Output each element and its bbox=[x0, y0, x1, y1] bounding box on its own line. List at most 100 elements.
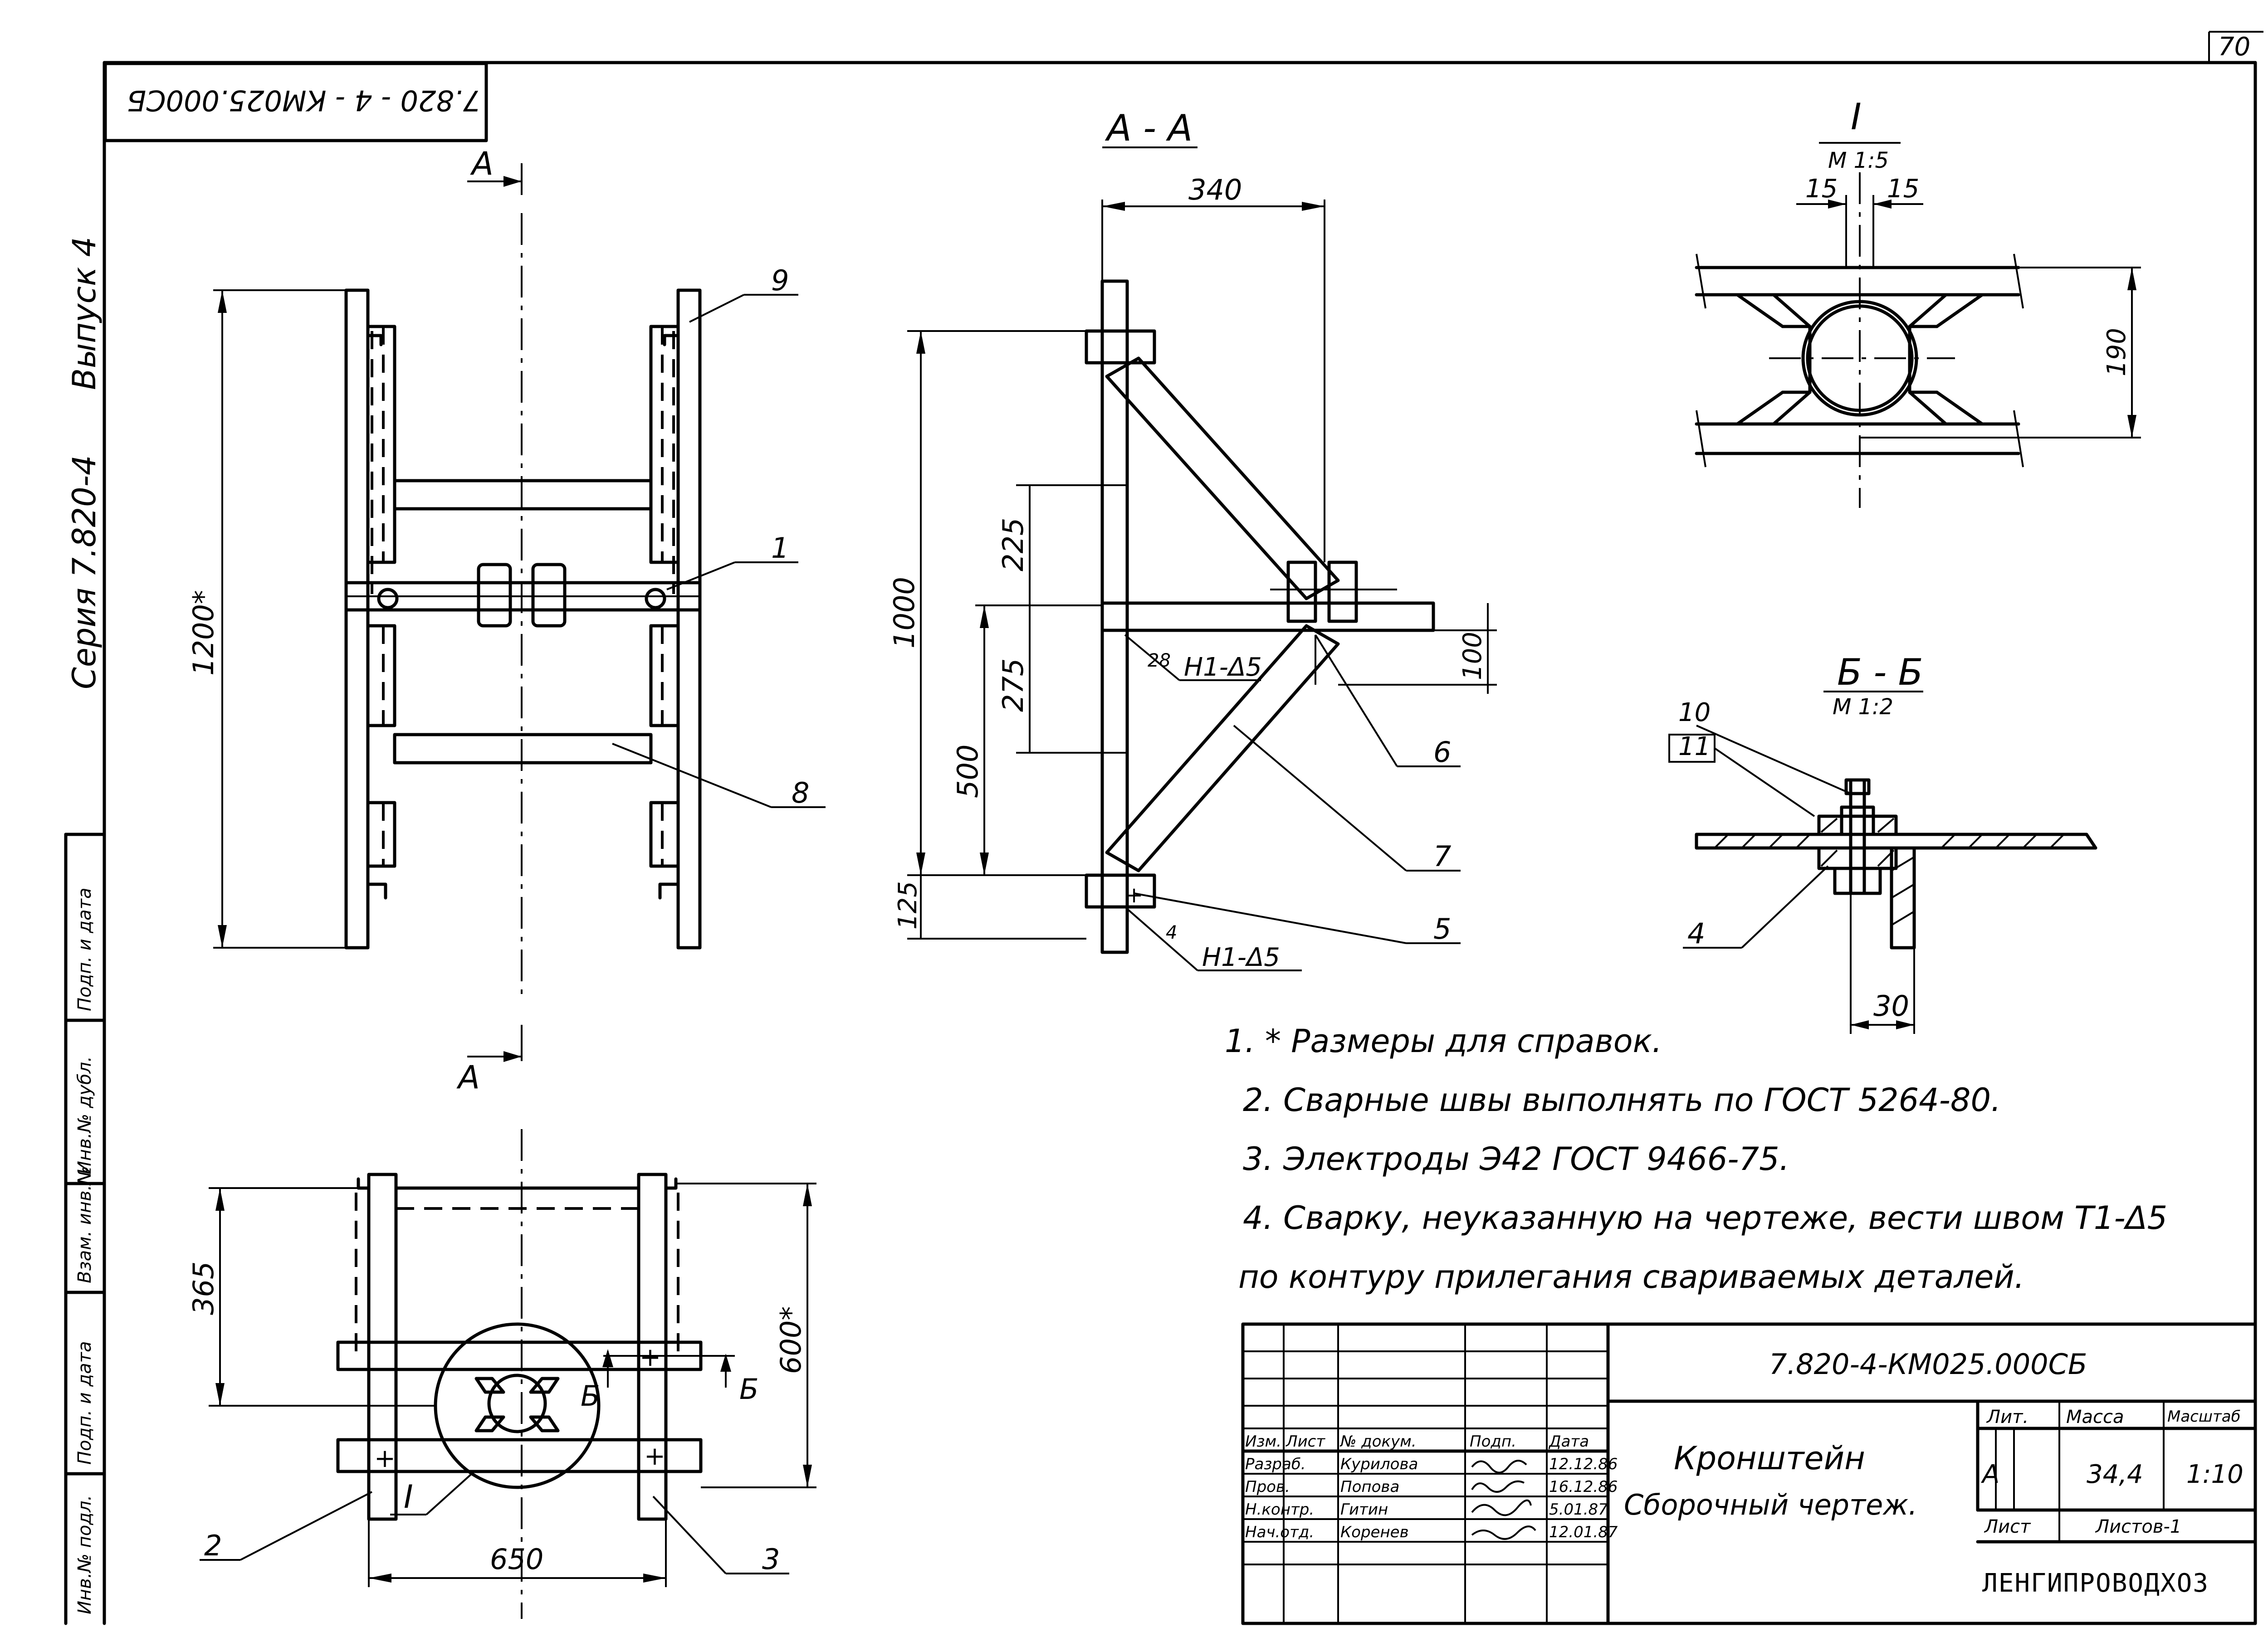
tb-name-3: Гитин bbox=[1340, 1501, 1388, 1519]
dim-1200: 1200* bbox=[187, 590, 220, 676]
tb-scale-label: Масштаб bbox=[2167, 1408, 2241, 1426]
dim-15b: 15 bbox=[1887, 174, 1919, 204]
detail-i-title: I bbox=[1851, 96, 1862, 138]
tb-lit: А bbox=[1981, 1460, 1999, 1489]
dim-125: 125 bbox=[893, 881, 923, 930]
cut-mark-b-right: Б bbox=[739, 1373, 759, 1406]
tb-date-4: 12.01.87 bbox=[1549, 1523, 1618, 1541]
note-3: 3. Электроды Э42 ГОСТ 9466-75. bbox=[1243, 1140, 1789, 1178]
tb-h-list: Лист bbox=[1285, 1432, 1325, 1451]
signature-1 bbox=[1471, 1460, 1527, 1474]
plan-view: А + + + Б Б bbox=[187, 1025, 816, 1619]
tb-h-date: Дата bbox=[1548, 1432, 1589, 1451]
signature-4 bbox=[1471, 1525, 1536, 1540]
section-bb-title: Б - Б bbox=[1837, 651, 1923, 693]
side-col-5: Подп. и дата bbox=[74, 888, 95, 1011]
tb-name-4: Коренев bbox=[1340, 1523, 1409, 1541]
section-bb: Б - Б М 1:2 10 11 bbox=[1668, 651, 2097, 1034]
tb-sheet-label: Лист bbox=[1984, 1516, 2031, 1537]
front-view: А bbox=[187, 145, 826, 998]
dim-30: 30 bbox=[1873, 989, 1909, 1023]
tb-org: ЛЕНГИПРОВОДХОЗ bbox=[1982, 1569, 2209, 1598]
svg-text:+: + bbox=[644, 1442, 665, 1471]
cut-mark-b-left: Б bbox=[581, 1379, 600, 1413]
tb-lit-label: Лит. bbox=[1986, 1407, 2028, 1428]
side-col-2: Подп. и дата bbox=[74, 1341, 95, 1465]
tb-name-line2: Сборочный чертеж. bbox=[1624, 1488, 1917, 1521]
tb-role-3: Н.контр. bbox=[1245, 1501, 1314, 1519]
dim-340: 340 bbox=[1188, 173, 1242, 206]
weld-lower-num: 4 bbox=[1166, 922, 1177, 943]
side-col-3: Взам. инв.№ bbox=[74, 1166, 95, 1283]
detail-i-scale: М 1:5 bbox=[1828, 148, 1889, 173]
callout-11: 11 bbox=[1678, 732, 1711, 761]
callout-10: 10 bbox=[1678, 698, 1711, 727]
title-block: Изм. Лист № докум. Подп. Дата Разраб. Ку… bbox=[1241, 1322, 2257, 1625]
rotated-doc-code: 7.820 - 4 - КМ025.000СБ bbox=[127, 84, 481, 117]
note-4: 4. Сварку, неуказанную на чертеже, вести… bbox=[1243, 1199, 2167, 1237]
notes: 1. * Размеры для справок. 2. Сварные швы… bbox=[1225, 1023, 2167, 1296]
dim-190: 190 bbox=[2102, 328, 2131, 376]
tb-code: 7.820-4-КМ025.000СБ bbox=[1769, 1348, 2087, 1381]
tb-sheets-label: Листов-1 bbox=[2095, 1516, 2181, 1537]
tb-mass: 34,4 bbox=[2087, 1460, 2143, 1489]
section-mark-a-top: А bbox=[470, 145, 494, 182]
detail-i: I М 1:5 15 15 bbox=[1695, 96, 2141, 508]
tb-date-1: 12.12.86 bbox=[1549, 1455, 1618, 1473]
side-col-1: Инв.№ подл. bbox=[74, 1495, 95, 1614]
tb-name-1: Курилова bbox=[1340, 1455, 1418, 1473]
note-1: 1. * Размеры для справок. bbox=[1225, 1023, 1662, 1060]
callout-4: 4 bbox=[1687, 917, 1705, 950]
side-col-4: Инв.№ дубл. bbox=[74, 1056, 95, 1174]
svg-text:+: + bbox=[640, 1343, 661, 1372]
section-aa: А - А + 340 1000 bbox=[888, 107, 1497, 972]
callout-8: 8 bbox=[792, 776, 809, 809]
dim-225: 225 bbox=[997, 518, 1030, 571]
section-mark-a-bottom: А bbox=[456, 1059, 480, 1096]
note-2: 2. Сварные швы выполнять по ГОСТ 5264-80… bbox=[1243, 1082, 2001, 1119]
tb-mass-label: Масса bbox=[2066, 1407, 2124, 1428]
tb-role-1: Разраб. bbox=[1245, 1455, 1306, 1473]
weld-upper-num: 28 bbox=[1148, 650, 1171, 671]
note-5: по контуру прилегания свариваемых детале… bbox=[1238, 1258, 2024, 1296]
callout-7: 7 bbox=[1433, 840, 1451, 873]
side-stamp: Серия 7.820-4 Выпуск 4 Инв.№ подл. Подп.… bbox=[64, 237, 106, 1625]
side-issue: Выпуск 4 bbox=[66, 237, 103, 390]
dim-275: 275 bbox=[997, 658, 1030, 712]
tb-name-2: Попова bbox=[1340, 1478, 1399, 1496]
detail-ref-i: I bbox=[404, 1478, 413, 1515]
callout-1: 1 bbox=[771, 531, 789, 565]
tb-h-doc: № докум. bbox=[1339, 1432, 1417, 1451]
sheet-frame: 70 7.820 - 4 - КМ025.000СБ bbox=[103, 31, 2263, 1625]
callout-6: 6 bbox=[1433, 736, 1451, 769]
tb-date-2: 16.12.86 bbox=[1549, 1478, 1618, 1496]
section-bb-scale: М 1:2 bbox=[1833, 694, 1893, 720]
dim-100: 100 bbox=[1458, 632, 1487, 680]
weld-lower: Н1-Δ5 bbox=[1202, 943, 1280, 972]
svg-text:+: + bbox=[374, 1444, 396, 1473]
callout-2: 2 bbox=[204, 1529, 222, 1562]
callout-3: 3 bbox=[762, 1543, 780, 1576]
callout-5: 5 bbox=[1433, 912, 1451, 945]
signature-2 bbox=[1471, 1480, 1525, 1493]
weld-upper: Н1-Δ5 bbox=[1184, 653, 1262, 682]
dim-1000: 1000 bbox=[888, 577, 921, 648]
sheet-number: 70 bbox=[2218, 32, 2250, 62]
tb-role-2: Пров. bbox=[1245, 1478, 1290, 1496]
dim-365: 365 bbox=[187, 1262, 220, 1315]
tb-h-izm: Изм. bbox=[1245, 1432, 1281, 1451]
tb-scale: 1:10 bbox=[2186, 1460, 2244, 1489]
tb-role-4: Нач.отд. bbox=[1245, 1523, 1314, 1541]
dim-600: 600* bbox=[774, 1306, 807, 1374]
dim-15a: 15 bbox=[1805, 174, 1838, 204]
tb-date-3: 5.01.87 bbox=[1549, 1501, 1608, 1519]
signature-3 bbox=[1471, 1499, 1532, 1516]
tb-h-sign: Подп. bbox=[1470, 1432, 1516, 1451]
callout-9: 9 bbox=[771, 264, 789, 297]
section-aa-title: А - А bbox=[1105, 107, 1193, 149]
dim-500: 500 bbox=[951, 745, 984, 798]
dim-650: 650 bbox=[490, 1543, 543, 1576]
side-series: Серия 7.820-4 bbox=[66, 455, 103, 689]
tb-name-line1: Кронштейн bbox=[1674, 1440, 1865, 1477]
